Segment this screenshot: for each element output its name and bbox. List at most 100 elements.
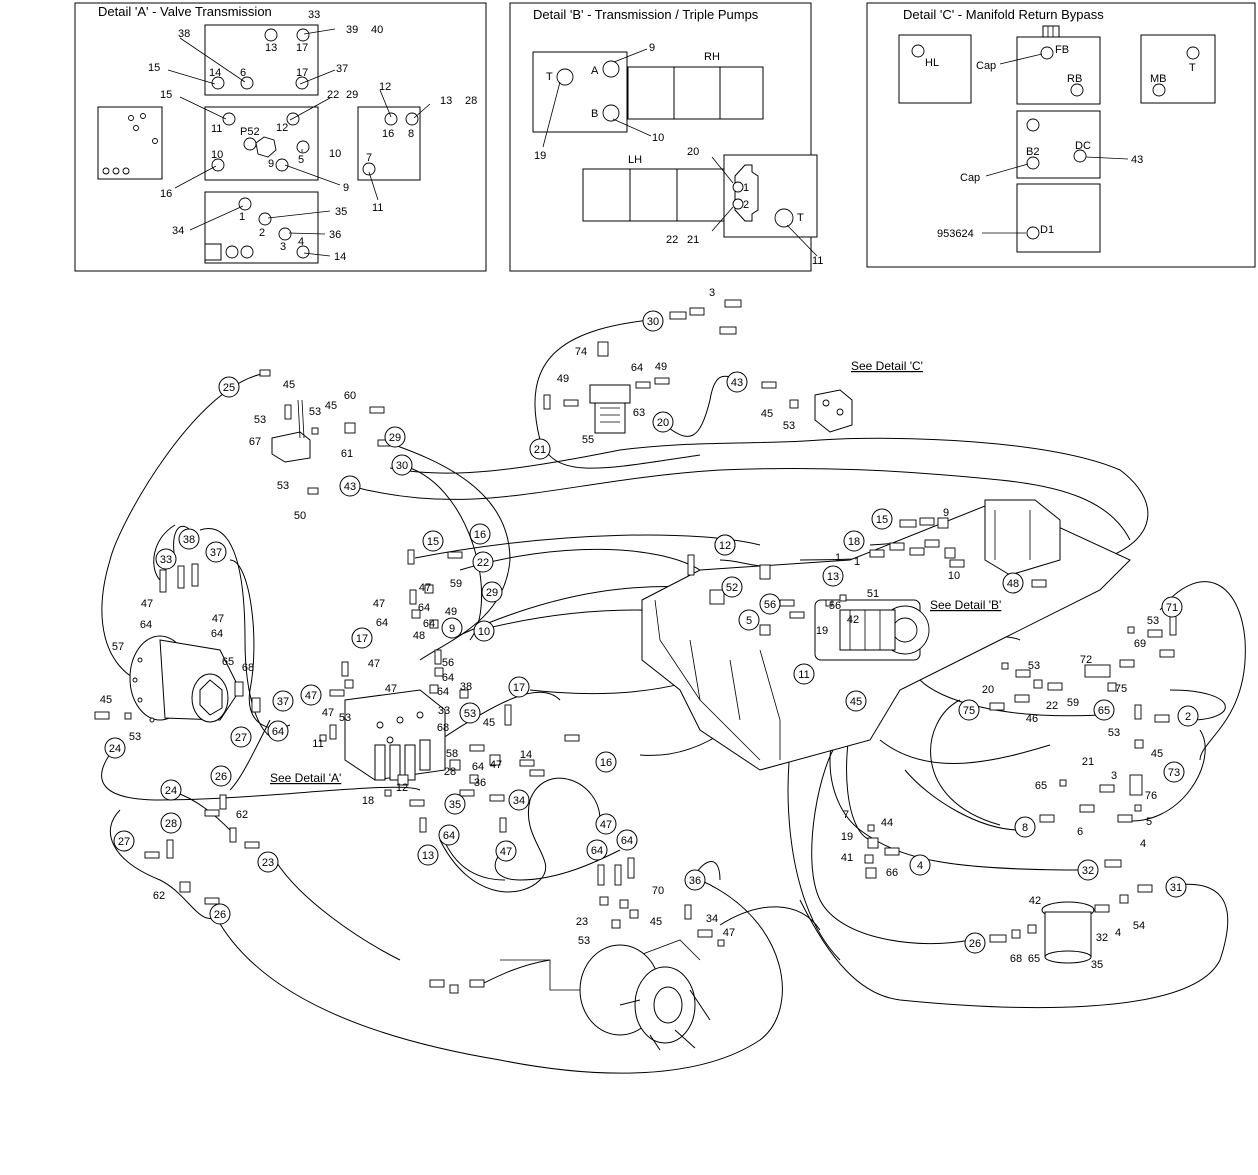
svg-text:12: 12 bbox=[719, 540, 731, 552]
part-callout-18: 18 bbox=[362, 795, 374, 807]
label: 34 bbox=[172, 225, 184, 237]
label: 17 bbox=[296, 67, 308, 79]
part-callout-26: 26 bbox=[210, 765, 232, 787]
svg-text:36: 36 bbox=[474, 777, 486, 789]
svg-text:43: 43 bbox=[731, 377, 743, 389]
part-callout-64: 64 bbox=[437, 686, 449, 698]
part-callout-16: 16 bbox=[595, 751, 617, 773]
label: 9 bbox=[649, 42, 655, 54]
part-callout-21: 21 bbox=[1082, 756, 1094, 768]
svg-text:53: 53 bbox=[1147, 615, 1159, 627]
detail-a-panel: Detail 'A' - Valve Transmission bbox=[74, 2, 487, 272]
label: 8 bbox=[408, 128, 414, 140]
label: Cap bbox=[960, 172, 980, 184]
part-callout-16: 16 bbox=[469, 523, 491, 545]
part-callout-57: 57 bbox=[112, 641, 124, 653]
label: 5 bbox=[298, 154, 304, 166]
part-callout-4: 4 bbox=[1115, 927, 1121, 939]
svg-text:43: 43 bbox=[344, 481, 356, 493]
svg-text:28: 28 bbox=[165, 818, 177, 830]
part-callout-68: 68 bbox=[242, 662, 254, 674]
part-callout-21: 21 bbox=[529, 438, 551, 460]
part-callout-11: 11 bbox=[312, 738, 323, 750]
label: 10 bbox=[652, 132, 664, 144]
svg-text:47: 47 bbox=[500, 846, 512, 858]
label: 10 bbox=[211, 149, 223, 161]
see-detail-c-label: See Detail 'C' bbox=[851, 359, 923, 373]
svg-text:18: 18 bbox=[848, 536, 860, 548]
svg-text:11: 11 bbox=[798, 669, 809, 681]
part-callout-48: 48 bbox=[413, 630, 425, 642]
svg-text:47: 47 bbox=[368, 658, 380, 670]
svg-text:68: 68 bbox=[242, 662, 254, 674]
detail-b-panel: Detail 'B' - Transmission / Triple Pumps… bbox=[509, 2, 823, 272]
part-callout-53: 53 bbox=[1028, 660, 1040, 672]
label: 16 bbox=[160, 188, 172, 200]
part-callout-36: 36 bbox=[684, 869, 706, 891]
svg-text:33: 33 bbox=[160, 554, 172, 566]
svg-text:63: 63 bbox=[633, 407, 645, 419]
part-callout-47: 47 bbox=[419, 582, 431, 594]
label: 38 bbox=[178, 28, 190, 40]
part-callout-70: 70 bbox=[652, 885, 664, 897]
part-callout-55: 55 bbox=[582, 434, 594, 446]
see-detail-b-label: See Detail 'B' bbox=[930, 598, 1001, 612]
svg-text:60: 60 bbox=[344, 390, 356, 402]
svg-text:2: 2 bbox=[1185, 711, 1191, 723]
svg-text:51: 51 bbox=[867, 588, 879, 600]
part-callout-44: 44 bbox=[881, 817, 893, 829]
label: B bbox=[591, 108, 598, 120]
part-callout-60: 60 bbox=[344, 390, 356, 402]
label: 16 bbox=[382, 128, 394, 140]
part-callout-45: 45 bbox=[325, 400, 337, 412]
part-callout-9: 9 bbox=[943, 507, 949, 519]
part-callout-27: 27 bbox=[113, 830, 135, 852]
detail-b-title: Detail 'B' - Transmission / Triple Pumps bbox=[533, 7, 759, 22]
label: 22 bbox=[327, 89, 339, 101]
label: 14 bbox=[334, 251, 346, 263]
part-callout-63: 63 bbox=[633, 407, 645, 419]
svg-text:46: 46 bbox=[1026, 713, 1038, 725]
part-callout-61: 61 bbox=[341, 448, 353, 460]
part-callout-17: 17 bbox=[351, 627, 373, 649]
svg-text:64: 64 bbox=[211, 628, 223, 640]
part-callout-56: 56 bbox=[759, 593, 781, 615]
svg-text:33: 33 bbox=[438, 705, 450, 717]
svg-text:53: 53 bbox=[464, 708, 476, 720]
svg-text:47: 47 bbox=[212, 613, 224, 625]
svg-text:53: 53 bbox=[309, 406, 321, 418]
valve-67 bbox=[271, 399, 311, 463]
part-callout-65: 65 bbox=[222, 656, 234, 668]
part-callout-64: 64 bbox=[423, 618, 435, 630]
svg-text:64: 64 bbox=[442, 672, 454, 684]
manifold-c bbox=[814, 389, 853, 433]
part-callout-25: 25 bbox=[218, 376, 240, 398]
part-callout-64: 64 bbox=[438, 824, 460, 846]
svg-text:35: 35 bbox=[449, 799, 461, 811]
part-callout-9: 9 bbox=[441, 617, 463, 639]
svg-text:12: 12 bbox=[396, 782, 408, 794]
part-callout-5: 5 bbox=[738, 609, 760, 631]
part-callout-45: 45 bbox=[650, 916, 662, 928]
part-callout-11: 11 bbox=[793, 663, 815, 685]
svg-text:4: 4 bbox=[1115, 927, 1121, 939]
part-callout-76: 76 bbox=[1145, 790, 1157, 802]
part-callout-69: 69 bbox=[1134, 638, 1146, 650]
svg-text:68: 68 bbox=[1010, 953, 1022, 965]
part-callout-7: 7 bbox=[843, 809, 849, 821]
svg-text:49: 49 bbox=[557, 373, 569, 385]
label: 37 bbox=[336, 63, 348, 75]
svg-text:53: 53 bbox=[1108, 727, 1120, 739]
svg-text:48: 48 bbox=[413, 630, 425, 642]
svg-text:32: 32 bbox=[1096, 932, 1108, 944]
part-callout-42: 42 bbox=[1029, 895, 1041, 907]
svg-text:10: 10 bbox=[478, 626, 490, 638]
part-callout-35: 35 bbox=[444, 793, 466, 815]
svg-text:1: 1 bbox=[835, 552, 841, 564]
svg-text:45: 45 bbox=[850, 696, 862, 708]
label: 29 bbox=[346, 89, 358, 101]
svg-text:45: 45 bbox=[283, 379, 295, 391]
part-callout-49: 49 bbox=[655, 361, 667, 373]
svg-text:59: 59 bbox=[1067, 697, 1079, 709]
svg-text:27: 27 bbox=[118, 836, 130, 848]
